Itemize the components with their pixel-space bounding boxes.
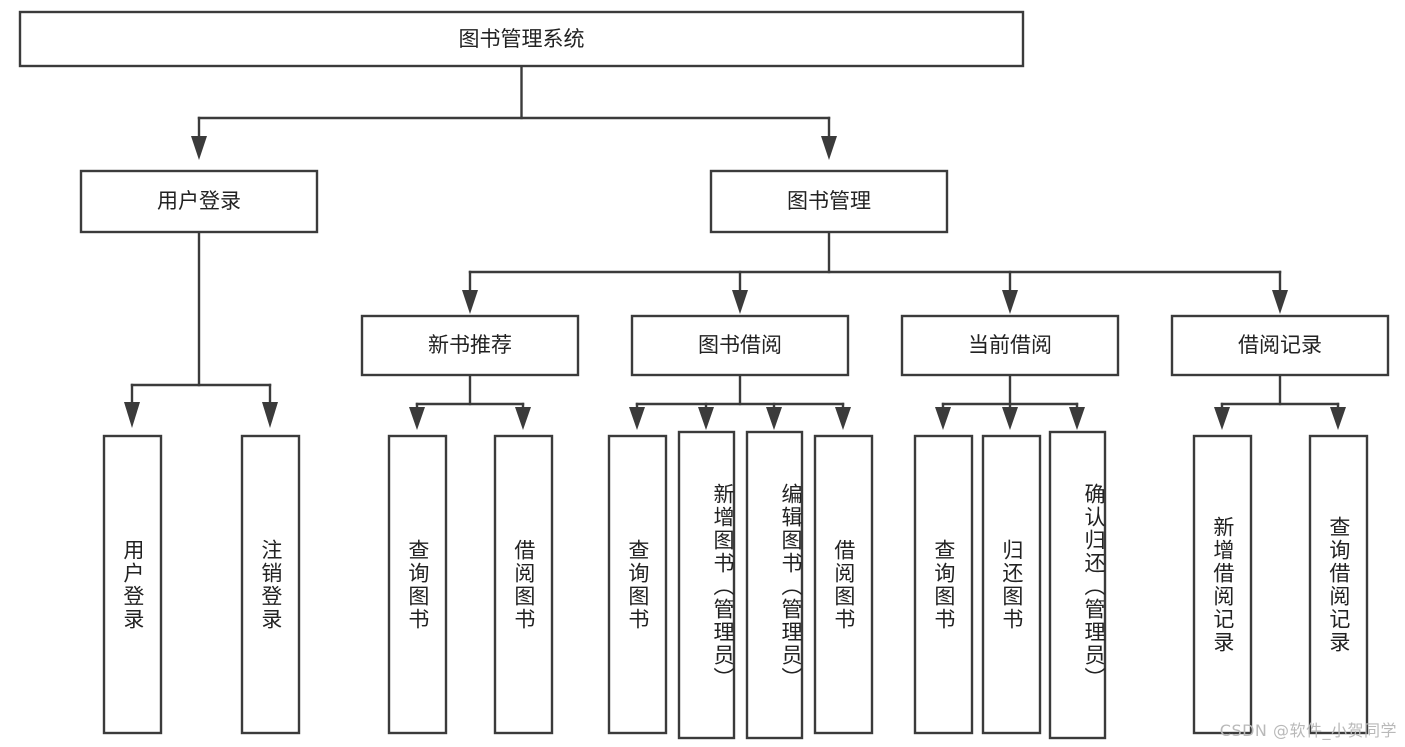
leaf-br-query-record-rect[interactable]: [1308, 434, 1369, 735]
node-book-mgmt[interactable]: 图书管理: [709, 169, 949, 234]
node-current-borrow[interactable]: 当前借阅: [900, 314, 1120, 377]
arrow-head-cb-leaf1: [935, 407, 951, 430]
node-user-login[interactable]: 用户登录: [79, 169, 319, 234]
leaf-bb-add-book-rect[interactable]: [677, 430, 736, 740]
arrow-head-br-leaf2: [1330, 407, 1346, 430]
arrow-head-bb-leaf4: [835, 407, 851, 430]
node-borrow-record-rect[interactable]: [1170, 314, 1390, 377]
node-borrow-record-label: 借阅记录: [1238, 333, 1322, 357]
leaf-bb-query-book-rect[interactable]: [607, 434, 668, 735]
arrow-head-new-book-recommend: [462, 290, 478, 314]
arrow-head-book-mgmt: [821, 136, 837, 160]
connector-group-book-mgmt: [462, 230, 1288, 314]
arrow-head-br-leaf1: [1214, 407, 1230, 430]
node-root-label: 图书管理系统: [459, 27, 585, 51]
leaf-user-login-rect[interactable]: [102, 434, 163, 735]
leaf-cb-return-book-rect[interactable]: [981, 434, 1042, 735]
connector-group-user-login: [124, 230, 278, 428]
node-book-borrow[interactable]: 图书借阅: [630, 314, 850, 377]
arrow-head-leaf-logout: [262, 402, 278, 428]
connector-group-book-borrow: [629, 373, 851, 430]
node-current-borrow-rect[interactable]: [900, 314, 1120, 377]
csdn-watermark: CSDN @软件_小贺同学: [1219, 721, 1397, 740]
arrow-head-bb-leaf2: [698, 407, 714, 430]
arrow-head-borrow-record: [1272, 290, 1288, 314]
node-new-book-recommend-rect[interactable]: [360, 314, 580, 377]
node-book-borrow-label: 图书借阅: [698, 333, 782, 357]
node-borrow-record[interactable]: 借阅记录: [1170, 314, 1390, 377]
node-new-book-recommend[interactable]: 新书推荐: [360, 314, 580, 377]
node-root[interactable]: 图书管理系统: [18, 10, 1025, 68]
node-book-borrow-rect[interactable]: [630, 314, 850, 377]
arrow-head-book-borrow: [732, 290, 748, 314]
leaf-bb-edit-book-rect[interactable]: [745, 430, 804, 740]
arrow-head-nbr-leaf1: [409, 407, 425, 430]
node-user-login-rect[interactable]: [79, 169, 319, 234]
arrow-head-cb-leaf2: [1002, 407, 1018, 430]
connector-group-root: [191, 64, 837, 160]
arrow-head-bb-leaf1: [629, 407, 645, 430]
leaf-bb-borrow-book-rect[interactable]: [813, 434, 874, 735]
arrow-head-current-borrow: [1002, 290, 1018, 314]
arrow-head-user-login: [191, 136, 207, 160]
node-book-mgmt-rect[interactable]: [709, 169, 949, 234]
leaf-br-add-record-rect[interactable]: [1192, 434, 1253, 735]
leaf-nbr-borrow-book-rect[interactable]: [493, 434, 554, 735]
connector-group-borrow-record: [1214, 373, 1346, 430]
leaf-cb-confirm-return-rect[interactable]: [1048, 430, 1107, 740]
leaf-logout-rect[interactable]: [240, 434, 301, 735]
node-new-book-recommend-label: 新书推荐: [428, 333, 512, 357]
node-user-login-label: 用户登录: [157, 189, 241, 213]
leaf-cb-query-book-rect[interactable]: [913, 434, 974, 735]
node-book-mgmt-label: 图书管理: [787, 189, 871, 213]
arrow-head-cb-leaf3: [1069, 407, 1085, 430]
connector-group-current-borrow: [935, 373, 1085, 430]
arrow-head-nbr-leaf2: [515, 407, 531, 430]
arrow-head-leaf-user-login: [124, 402, 140, 428]
node-current-borrow-label: 当前借阅: [968, 333, 1052, 357]
arrow-head-bb-leaf3: [766, 407, 782, 430]
leaf-nbr-query-book-rect[interactable]: [387, 434, 448, 735]
node-root-rect[interactable]: [18, 10, 1025, 68]
connector-group-new-book-recommend: [409, 373, 531, 430]
